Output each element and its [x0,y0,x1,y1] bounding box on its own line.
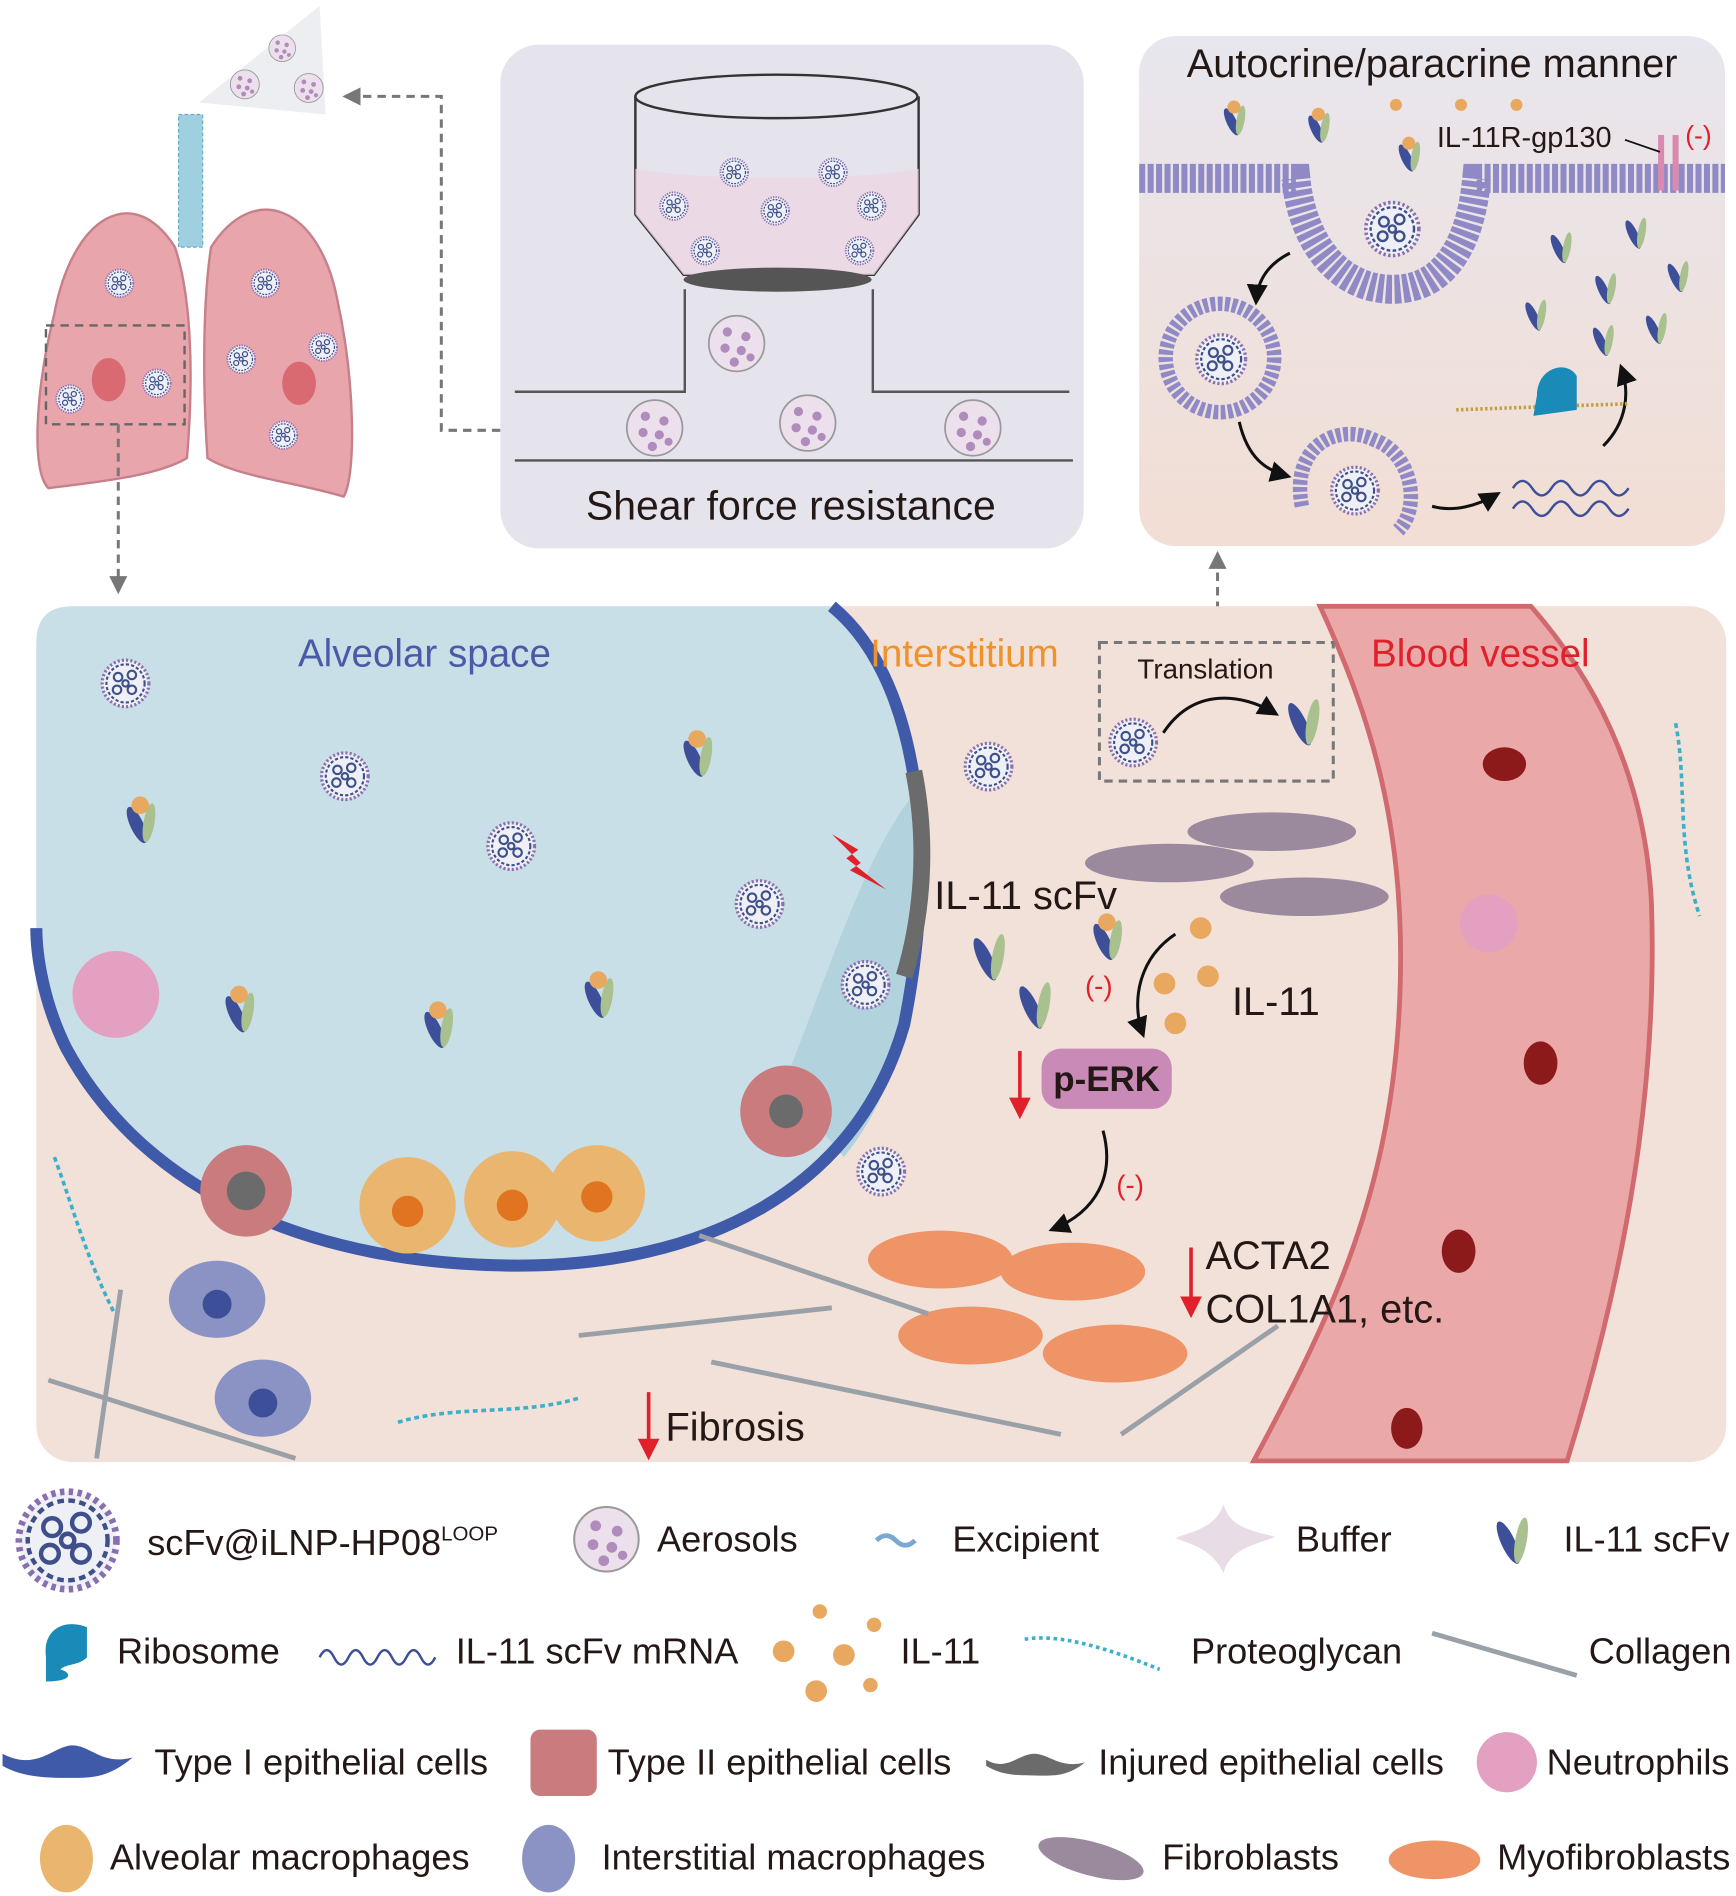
legend-myofibroblasts: Myofibroblasts [1497,1836,1730,1877]
translation-label: Translation [1137,654,1273,685]
lightning-icon [831,834,887,890]
col1a1-label: COL1A1, etc. [1205,1287,1444,1331]
il11-label: IL-11 [1232,980,1320,1024]
type1-cell-icon [2,1745,133,1778]
collagen-icon [1431,1630,1578,1678]
fibroblast-icon [1038,1837,1144,1881]
left-lung [36,212,192,490]
shear-force-panel: Shear force resistance [500,44,1084,549]
mrna-strand [1511,479,1630,518]
legend-neutrophils: Neutrophils [1547,1741,1730,1782]
fibrosis-label: Fibrosis [666,1405,805,1449]
interstitial-macrophage-icon [522,1824,576,1893]
il11-icon [772,1604,882,1702]
legend-type2: Type II epithelial cells [608,1741,952,1782]
perk-label: p-ERK [1053,1060,1160,1099]
autocrine-title: Autocrine/paracrine manner [1187,42,1678,86]
nanoparticle-icon [55,384,85,414]
injured-cell-icon [986,1753,1085,1776]
aerosol-icon [268,34,296,62]
legend-injured: Injured epithelial cells [1098,1741,1444,1782]
shear-force-label: Shear force resistance [586,483,996,529]
aerosol-icon [779,394,837,452]
legend-scfv: IL-11 scFv [1563,1518,1729,1559]
zoom-region-box [44,324,186,426]
legend-nanoparticle: scFv@iLNP-HP08LOOP [147,1522,498,1563]
legend-fibroblasts: Fibroblasts [1162,1836,1339,1877]
aerosol-icon [707,314,766,373]
il11-scfv-label: IL-11 scFv [934,874,1117,918]
legend-ribosome: Ribosome [117,1630,280,1671]
aerosol-icon [229,69,260,100]
cell-membrane [1139,163,1725,304]
main-tissue-panel: Alveolar space Interstitium Blood vessel… [30,601,1727,1464]
type2-cell-icon [530,1729,597,1796]
alveolar-space-label: Alveolar space [298,633,551,676]
nanoparticle-icon [226,344,256,374]
legend-alveolar-mac: Alveolar macrophages [110,1836,470,1877]
mrna-icon [318,1648,437,1666]
aerosol-icon [293,73,324,103]
ribosome-icon [1533,367,1577,416]
perk-pill [1041,1048,1172,1109]
trachea [177,113,204,248]
legend-interstitial-mac: Interstitial macrophages [602,1836,986,1877]
autocrine-panel: Autocrine/paracrine manner IL-11R-gp130 … [1139,36,1725,547]
legend-aerosols: Aerosols [657,1518,798,1559]
inhibit-label-1: (-) [1085,971,1113,1002]
inhibit-label-2: (-) [1116,1169,1144,1200]
legend: scFv@iLNP-HP08LOOP Aerosols Excipient Bu… [2,1492,1732,1893]
aerosol-icon [625,399,684,457]
receptor-label: IL-11R-gp130 [1437,122,1612,154]
translation-box [1097,640,1335,783]
ribosome-icon [45,1624,87,1682]
nanoparticle-icon [19,1492,117,1590]
legend-il11: IL-11 [901,1630,981,1671]
injured-epithelial-cell [896,769,931,979]
myofibroblast-icon [1388,1840,1481,1880]
nanoparticle-icon [104,268,135,298]
dashed-arrow-to-lung [342,87,501,432]
legend-type1: Type I epithelial cells [154,1741,488,1782]
proteoglycan-icon [1024,1636,1161,1672]
alveolar-macrophage-icon [39,1824,93,1893]
excipient-icon [874,1533,917,1548]
neutrophil [72,951,160,1038]
receptor-inhibit-label: (-) [1685,121,1711,151]
lungs-illustration [36,6,354,499]
nanoparticle-icon [308,332,338,362]
legend-excipient: Excipient [952,1518,1099,1559]
right-lung [203,208,354,499]
scfv-icon [1492,1516,1531,1567]
blood-vessel-label: Blood vessel [1371,633,1590,676]
legend-mrna: IL-11 scFv mRNA [456,1630,739,1671]
aerosol-icon [944,399,1002,457]
interstitium-label: Interstitium [870,633,1059,676]
nanoparticle-icon [250,268,281,298]
legend-proteoglycan: Proteoglycan [1191,1630,1402,1671]
legend-buffer: Buffer [1296,1518,1392,1559]
blood-vessel [1249,603,1655,1464]
nanoparticle-icon [268,420,299,450]
nanoparticle-icon [142,368,172,399]
legend-collagen: Collagen [1589,1630,1732,1671]
acta2-label: ACTA2 [1205,1234,1330,1278]
neutrophil-icon [1476,1732,1537,1793]
aerosol-icon [573,1505,640,1573]
buffer-icon [1175,1504,1276,1573]
